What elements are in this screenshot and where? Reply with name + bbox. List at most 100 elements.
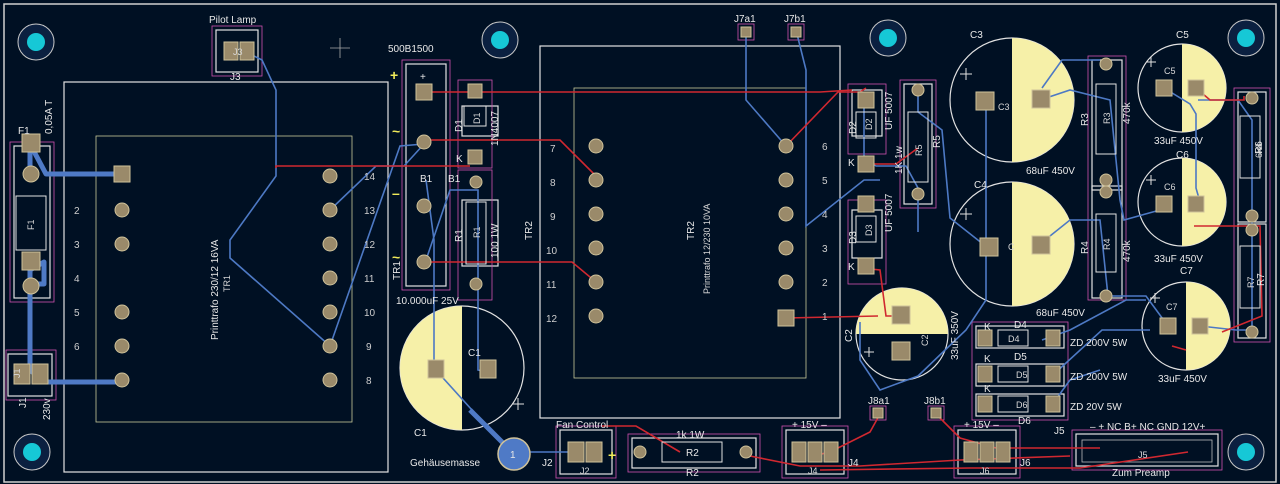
r3-body <box>1095 83 1117 155</box>
tr2-ref-label: TR2 <box>686 221 697 240</box>
c5-label: C5 <box>1176 30 1189 41</box>
d5-value-label: ZD 200V 5W <box>1070 372 1128 383</box>
tr2-pin-7: 7 <box>550 144 556 155</box>
tr2-pin-5: 5 <box>822 176 828 187</box>
tr1-pin-9: 9 <box>366 342 372 353</box>
j3-ref-label: J3 <box>233 47 243 57</box>
r7-label: R7 <box>1256 273 1267 286</box>
tr1-pin-12: 12 <box>364 240 376 251</box>
d2-outline <box>851 89 883 137</box>
d6-value-label: ZD 20V 5W <box>1070 402 1122 413</box>
d2-k-label: K <box>848 158 855 169</box>
tr2-pin-10: 10 <box>546 246 558 257</box>
r5-body <box>907 111 929 183</box>
b1-minus-mark: – <box>392 185 400 201</box>
r2-body <box>661 441 723 463</box>
b1-value-label: 10.000uF 25V <box>396 296 459 307</box>
tr2-pin-2: 2 <box>822 278 828 289</box>
d6-label: D6 <box>1018 416 1031 427</box>
d1-k-label: K <box>456 154 463 165</box>
tr1-value-label: Printtrafo 230/12 16VA <box>210 239 221 340</box>
c3-label: C3 <box>970 30 983 41</box>
d3-ref-label: D3 <box>864 224 874 236</box>
r6-label: R6 <box>1254 141 1265 154</box>
j5-outline <box>1075 433 1219 467</box>
c1-label: C1 <box>414 428 427 439</box>
r7-ref-label: R7 <box>1246 276 1256 288</box>
c2-value-label: 33uF 350V <box>950 311 961 360</box>
d3-k-label: K <box>848 262 855 273</box>
j1-label: J1 <box>18 397 29 408</box>
c6-value-label: 33uF 450V <box>1154 254 1203 265</box>
gnd-label: Gehäusemasse <box>410 458 480 469</box>
r4-ref-label: R4 <box>1102 238 1112 250</box>
j2-plus-mark: + <box>608 447 616 463</box>
c5-value-label: 33uF 450V <box>1154 136 1203 147</box>
j7b1-label: J7b1 <box>784 14 806 25</box>
polarity-marks <box>512 57 1160 410</box>
c6-label: C6 <box>1176 150 1189 161</box>
d4-label: D4 <box>1014 320 1027 331</box>
j5-pins-label: – + NC B+ NC GND 12V+ <box>1090 422 1205 433</box>
d4-ref-label: D4 <box>1008 334 1020 344</box>
r1-value-label: 100 1W <box>490 223 501 258</box>
f1-body <box>15 195 47 251</box>
tr2-pin-1: 1 <box>822 312 828 323</box>
c5-ref-label: C5 <box>1164 66 1176 76</box>
mounting-hole-bottom-right <box>1227 433 1265 471</box>
c7-label: C7 <box>1180 266 1193 277</box>
j3-outline <box>215 29 259 73</box>
r3-label: R3 <box>1080 113 1091 126</box>
d1-ref-label: D1 <box>472 112 482 124</box>
r5-ref-label: R5 <box>914 144 924 156</box>
b1-ref-label: B1 <box>420 174 433 185</box>
tr2-label: TR2 <box>524 221 535 240</box>
b1-outline <box>405 63 447 287</box>
d4-value-label: ZD 200V 5W <box>1070 338 1128 349</box>
c3-ref-label: C3 <box>998 102 1010 112</box>
r4-body <box>1095 213 1117 273</box>
r2-value-label: 1k 1W <box>676 430 705 441</box>
c1-ref-label: C1 <box>468 348 481 359</box>
j5-inner <box>1081 439 1213 463</box>
c2-ref-label: C2 <box>920 334 930 346</box>
r4-label: R4 <box>1080 241 1091 254</box>
d5-body <box>997 365 1029 383</box>
tr2-pin-11: 11 <box>546 280 557 291</box>
fuse-value-label: 0,05A T <box>44 100 55 134</box>
d6-ref-label: D6 <box>1016 400 1028 410</box>
r4-value-label: 470k <box>1122 239 1133 262</box>
j6-ref-label: J6 <box>980 466 990 476</box>
r1-outline <box>461 199 499 267</box>
tr1-pin-3: 3 <box>74 240 80 251</box>
b1-plus-mark: + <box>390 67 398 83</box>
c4-value-label: 68uF 450V <box>1036 308 1085 319</box>
d3-label: D3 <box>848 231 859 244</box>
b1-label: B1 <box>448 174 461 185</box>
r2-ref-label: R2 <box>686 448 699 459</box>
tr2-pin-9: 9 <box>550 212 556 223</box>
tr1-fab <box>95 135 353 423</box>
tr2-pin-8: 8 <box>550 178 556 189</box>
c7-ref-label: C7 <box>1166 302 1178 312</box>
mounting-hole-top-left <box>17 23 55 61</box>
d5-k-label: K <box>984 354 991 365</box>
d4-k-label: K <box>984 322 991 333</box>
tr1-pin-2: 2 <box>74 206 80 217</box>
d6-body <box>997 395 1029 413</box>
d2-value-label: UF 5007 <box>884 91 895 130</box>
d5-ref-label: D5 <box>1016 370 1028 380</box>
b1-tilde-mark-2: ~ <box>392 249 400 265</box>
tr2-pin-6: 6 <box>822 142 828 153</box>
tr1-pin-6: 6 <box>74 342 80 353</box>
tr2-pin-3: 3 <box>822 244 828 255</box>
c3-value-label: 68uF 450V <box>1026 166 1075 177</box>
tr1-outline <box>63 81 389 473</box>
tr1-pin-10: 10 <box>364 308 376 319</box>
r2-outline <box>631 437 757 469</box>
j8b1-label: J8b1 <box>924 396 946 407</box>
d6-outline <box>975 393 1065 417</box>
c7-value-label: 33uF 450V <box>1158 374 1207 385</box>
